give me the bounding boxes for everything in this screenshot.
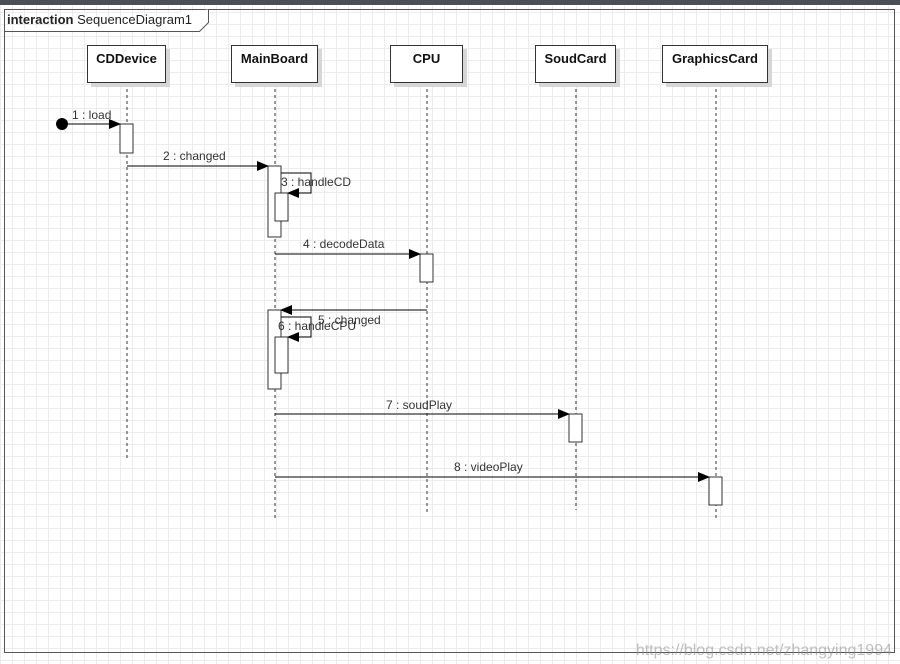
window-top-bar bbox=[0, 0, 900, 5]
frame-title: interaction SequenceDiagram1 bbox=[4, 9, 214, 31]
watermark: https://blog.csdn.net/zhangying1994 bbox=[635, 642, 892, 659]
frame-name: SequenceDiagram1 bbox=[77, 12, 192, 27]
message-1-label: 1 : load bbox=[72, 108, 111, 122]
lifeline-graphicscard[interactable]: GraphicsCard bbox=[662, 45, 768, 83]
lifeline-cpu[interactable]: CPU bbox=[390, 45, 463, 83]
interaction-frame bbox=[4, 9, 895, 653]
frame-title-tab bbox=[4, 9, 209, 32]
message-3-label: 3 : handleCD bbox=[281, 175, 351, 189]
activation-graphicscard bbox=[708, 476, 723, 506]
activation-cpu bbox=[419, 253, 434, 283]
activation-mainboard-2-nested bbox=[274, 336, 289, 374]
activation-soudcard bbox=[568, 413, 583, 443]
frame-keyword: interaction bbox=[7, 12, 74, 27]
message-3-arrow bbox=[281, 172, 312, 198]
message-4-label: 4 : decodeData bbox=[303, 237, 385, 251]
lifeline-mainboard[interactable]: MainBoard bbox=[231, 45, 318, 83]
activation-mainboard-1-nested bbox=[274, 192, 289, 222]
message-7-label: 7 : soudPlay bbox=[386, 398, 452, 412]
lifeline-soudcard[interactable]: SoudCard bbox=[535, 45, 616, 83]
message-5-label: 5 : changed bbox=[318, 313, 381, 327]
lifeline-cddevice[interactable]: CDDevice bbox=[87, 45, 166, 83]
message-6-label: 6 : handleCPU bbox=[278, 319, 356, 333]
activation-cddevice bbox=[119, 123, 134, 154]
message-2-label: 2 : changed bbox=[163, 149, 226, 163]
message-8-label: 8 : videoPlay bbox=[454, 460, 523, 474]
message-6-arrow bbox=[281, 316, 312, 342]
